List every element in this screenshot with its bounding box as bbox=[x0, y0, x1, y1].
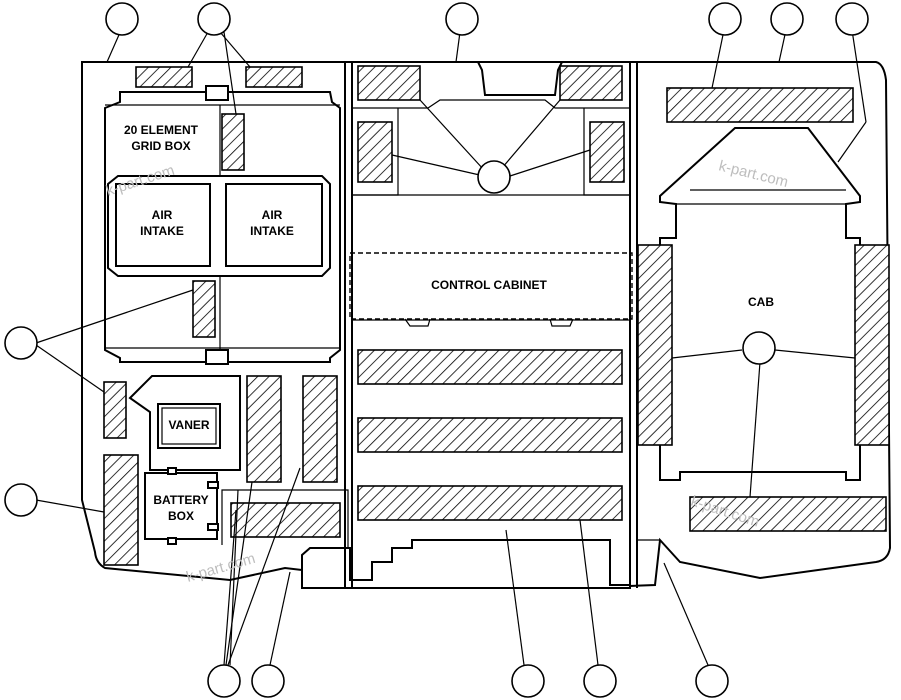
callout-2 bbox=[197, 2, 231, 36]
bottom-left-bracket bbox=[221, 489, 349, 548]
pad-mid-1 bbox=[246, 375, 282, 483]
center-bottom-steps bbox=[301, 539, 630, 588]
pad-center-side-right bbox=[589, 121, 625, 183]
cab-label: CAB bbox=[748, 295, 774, 309]
callout-15 bbox=[695, 664, 729, 698]
air-intake-right-label-line1: AIR bbox=[262, 208, 283, 222]
pad-center-top-left bbox=[357, 65, 421, 101]
pad-cab-right bbox=[854, 244, 890, 446]
control-cabinet-label: CONTROL CABINET bbox=[431, 278, 547, 292]
battery-tab-1 bbox=[167, 467, 177, 475]
leader-lines bbox=[35, 27, 867, 666]
grid-box-label-line2: GRID BOX bbox=[131, 139, 190, 153]
pad-mid-2 bbox=[302, 375, 338, 483]
control-cabinet-tabs bbox=[404, 318, 574, 327]
pad-center-top-right bbox=[559, 65, 623, 101]
air-intake-right-label-line2: INTAKE bbox=[250, 224, 294, 238]
pad-right-bottom bbox=[689, 496, 887, 532]
battery-box-label-line1: BATTERY bbox=[153, 493, 208, 507]
callout-6 bbox=[835, 2, 869, 36]
pad-center-side-left bbox=[357, 121, 393, 183]
battery-tab-4 bbox=[207, 523, 219, 531]
callout-4 bbox=[708, 2, 742, 36]
pad-center-row-3 bbox=[357, 485, 623, 521]
pad-left-small bbox=[103, 381, 127, 439]
vaner-housing bbox=[128, 375, 241, 471]
body-outline bbox=[81, 61, 892, 589]
air-intake-left-label-line1: AIR bbox=[152, 208, 173, 222]
vaner-label: VANER bbox=[168, 418, 209, 432]
grid-box-label-line1: 20 ELEMENT bbox=[124, 123, 199, 137]
pad-grid-small bbox=[221, 113, 245, 171]
control-cabinet-outline bbox=[349, 252, 633, 320]
pad-cab-left bbox=[637, 244, 673, 446]
callout-14 bbox=[583, 664, 617, 698]
pad-top-left-2 bbox=[245, 66, 303, 88]
vaner-box bbox=[157, 403, 221, 449]
grid-box-notch-top bbox=[205, 85, 229, 101]
callout-9 bbox=[477, 160, 511, 194]
callout-1 bbox=[105, 2, 139, 36]
center-roof-top bbox=[348, 61, 563, 96]
air-intake-left-label-line2: INTAKE bbox=[140, 224, 184, 238]
air-intake-right bbox=[225, 183, 323, 267]
callout-circles bbox=[4, 2, 869, 698]
battery-box-label-line2: BOX bbox=[168, 509, 194, 523]
callout-3 bbox=[445, 2, 479, 36]
callout-5 bbox=[770, 2, 804, 36]
pad-top-left-1 bbox=[135, 66, 193, 88]
grid-box-frame bbox=[104, 91, 341, 363]
watermark-3: k-part.com bbox=[184, 550, 257, 586]
air-intake-left bbox=[115, 183, 211, 267]
cab-inner bbox=[676, 189, 846, 205]
callout-8 bbox=[4, 483, 38, 517]
callout-12 bbox=[251, 664, 285, 698]
callout-13 bbox=[511, 664, 545, 698]
pad-center-row-1 bbox=[357, 349, 623, 385]
air-intake-frame bbox=[107, 175, 331, 277]
grid-box-notch-bottom bbox=[205, 349, 229, 365]
callout-7 bbox=[4, 326, 38, 360]
pad-right-top bbox=[666, 87, 854, 123]
callout-11 bbox=[207, 664, 241, 698]
pad-center-row-2 bbox=[357, 417, 623, 453]
vaner-box-inner bbox=[161, 407, 217, 445]
pad-left-tall bbox=[103, 454, 139, 566]
pad-grid-lower bbox=[192, 280, 216, 338]
battery-tab-2 bbox=[167, 537, 177, 545]
battery-tab-3 bbox=[207, 481, 219, 489]
watermark-2: k-part.com bbox=[717, 157, 790, 191]
callout-10 bbox=[742, 331, 776, 365]
battery-box bbox=[144, 472, 218, 540]
